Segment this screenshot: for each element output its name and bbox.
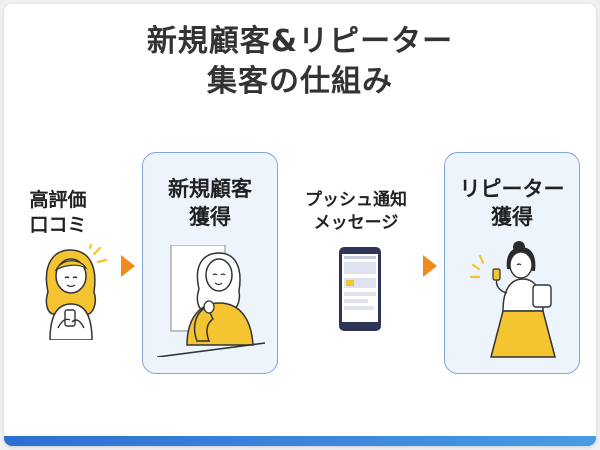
new-customer-label-line-2: 獲得 — [189, 205, 231, 229]
title-line-1: 新規顧客&リピーター — [146, 24, 454, 59]
repeater-label: リピーター 獲得 — [445, 175, 579, 231]
new-customer-label: 新規顧客 獲得 — [143, 175, 277, 231]
push-label: プッシュ通知 メッセージ — [290, 189, 422, 235]
page-title: 新規顧客&リピーター 集客の仕組み — [4, 22, 596, 102]
bottom-accent-bar — [4, 436, 596, 446]
repeater-label-line-2: 獲得 — [491, 205, 533, 229]
slide-card: 新規顧客&リピーター 集客の仕組み 高評価 口コミ 新規顧客 獲得 — [4, 4, 596, 446]
woman-shopping-icon — [469, 241, 556, 358]
review-label: 高評価 口コミ — [18, 188, 98, 238]
push-label-line-1: プッシュ通知 — [305, 190, 407, 210]
push-label-line-2: メッセージ — [313, 213, 399, 233]
repeater-box: リピーター 獲得 — [444, 152, 580, 374]
title-line-2: 集客の仕組み — [207, 64, 393, 99]
smartphone-icon — [339, 247, 381, 331]
review-label-line-2: 口コミ — [29, 214, 87, 236]
new-customer-label-line-1: 新規顧客 — [168, 177, 252, 201]
review-label-line-1: 高評価 — [29, 189, 87, 211]
arrow-right-icon — [121, 255, 135, 277]
repeater-label-line-1: リピーター — [459, 177, 565, 201]
woman-phone-icon — [45, 244, 108, 340]
new-customer-box: 新規顧客 獲得 — [142, 152, 278, 374]
arrow-right-icon — [423, 255, 437, 277]
woman-poster-icon — [157, 245, 265, 357]
